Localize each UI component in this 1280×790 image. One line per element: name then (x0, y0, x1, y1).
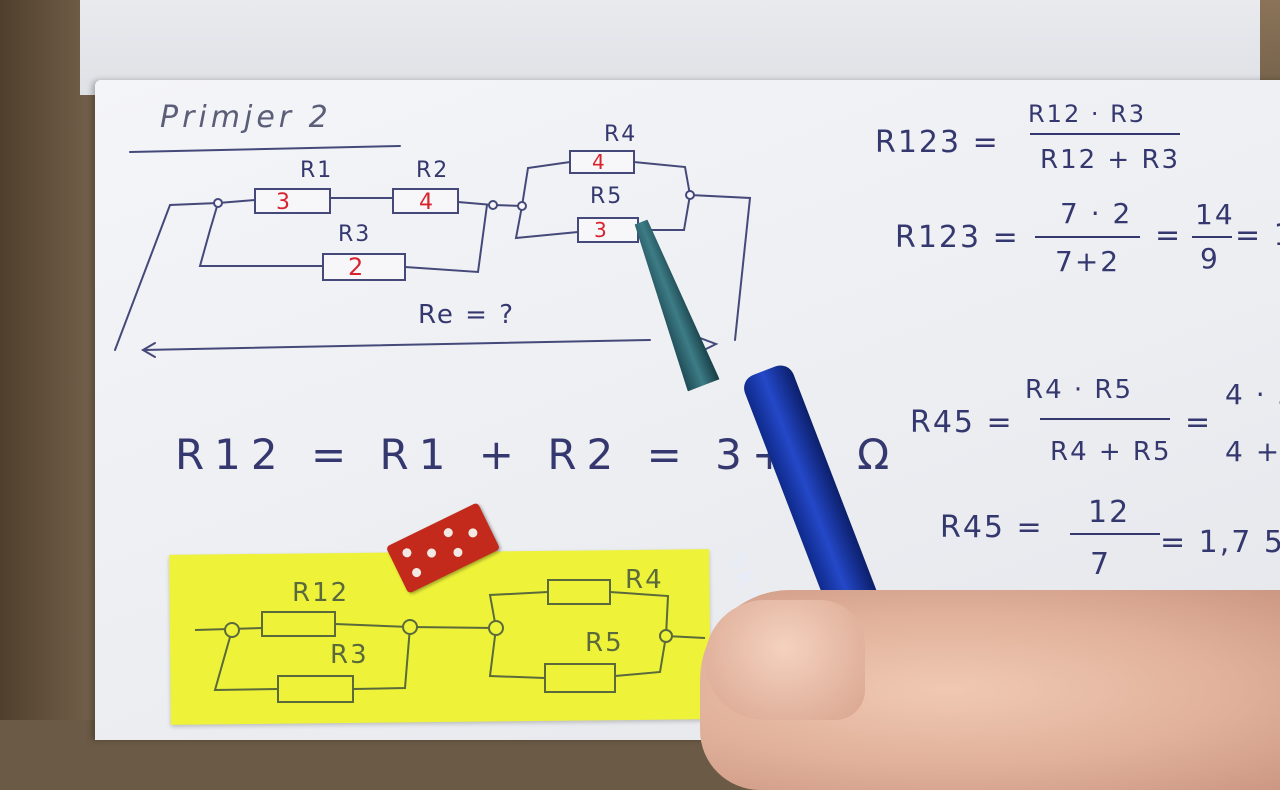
label-r4: R4 (604, 122, 638, 147)
r45-calc-bar (1070, 533, 1160, 535)
wire-right-outer (689, 194, 752, 341)
r45-tail-numerator: 4 · 3 (1225, 378, 1280, 411)
r123-denominator: R12 + R3 (1040, 145, 1181, 175)
value-r3: 2 (348, 253, 366, 281)
r123-calc-bar (1035, 236, 1140, 238)
wire-r4-left (521, 161, 571, 207)
wooden-table (0, 0, 110, 720)
resistor-r4-box (569, 150, 635, 174)
r123-calc-frac-bar (1192, 236, 1232, 238)
node-2 (488, 200, 498, 210)
re-arrow-head-left (141, 342, 156, 358)
r45-calc-lhs: R45 = (940, 510, 1044, 545)
r123-calc-tail: = 1 (1235, 218, 1280, 253)
resistor-r3-box (322, 253, 406, 281)
thumb (705, 600, 865, 720)
label-r3: R3 (338, 222, 372, 247)
r45-equals: = (1185, 405, 1213, 440)
r123-calc-frac-num: 14 (1195, 198, 1235, 231)
wire-left-outer (114, 202, 219, 351)
resistor-r2-box (392, 188, 459, 214)
title-underline (129, 145, 401, 153)
r45-numerator: R4 · R5 (1025, 375, 1134, 405)
note-label-r12: R12 (292, 578, 350, 608)
wire-r4-right (633, 161, 691, 196)
label-r5: R5 (590, 184, 624, 209)
node-1 (213, 198, 223, 208)
node-4 (685, 190, 695, 200)
value-r5: 3 (594, 218, 609, 242)
note-label-r5: R5 (585, 628, 624, 658)
r45-tail-denominator: 4 + (1225, 435, 1280, 468)
wire-r3-left (198, 202, 324, 267)
r45-denominator: R4 + R5 (1050, 437, 1172, 467)
r123-calc-frac-den: 9 (1200, 242, 1220, 275)
r45-lhs: R45 = (910, 405, 1014, 440)
value-r2: 4 (419, 190, 435, 215)
wire-r5-left (514, 205, 579, 240)
title-primjer: Primjer 2 (160, 100, 332, 135)
r123-numerator: R12 · R3 (1028, 100, 1147, 128)
r123-calc-denominator: 7+2 (1055, 245, 1121, 278)
r123-calc-numerator: 7 · 2 (1060, 197, 1133, 230)
resistor-r1-box (254, 188, 331, 214)
value-r4: 4 (592, 150, 607, 174)
re-arrow-head-right (699, 337, 719, 351)
node-3 (517, 201, 527, 211)
r123-fraction-bar (1030, 133, 1180, 135)
wire-r5-right (637, 194, 691, 231)
value-r1: 3 (276, 190, 292, 215)
r45-calc-numerator: 12 (1088, 495, 1131, 530)
r45-calc-tail: = 1,7 5 (1160, 525, 1280, 560)
r45-calc-denominator: 7 (1090, 547, 1112, 582)
re-arrow-line (142, 339, 651, 351)
sticky-note-circuit (194, 579, 706, 703)
r123-calc-lhs: R123 = (895, 220, 1020, 255)
note-label-r3: R3 (330, 640, 369, 670)
wire-r3-right (404, 204, 488, 274)
background-page (80, 0, 1260, 95)
wire-a (217, 199, 256, 204)
note-label-r4: R4 (625, 565, 664, 595)
r123-calc-equals: = (1155, 218, 1183, 253)
r45-fraction-bar (1040, 418, 1170, 420)
label-re: Re = ? (418, 300, 516, 330)
r123-lhs: R123 = (875, 125, 1000, 160)
label-r2: R2 (416, 158, 450, 183)
label-r1: R1 (300, 158, 334, 183)
